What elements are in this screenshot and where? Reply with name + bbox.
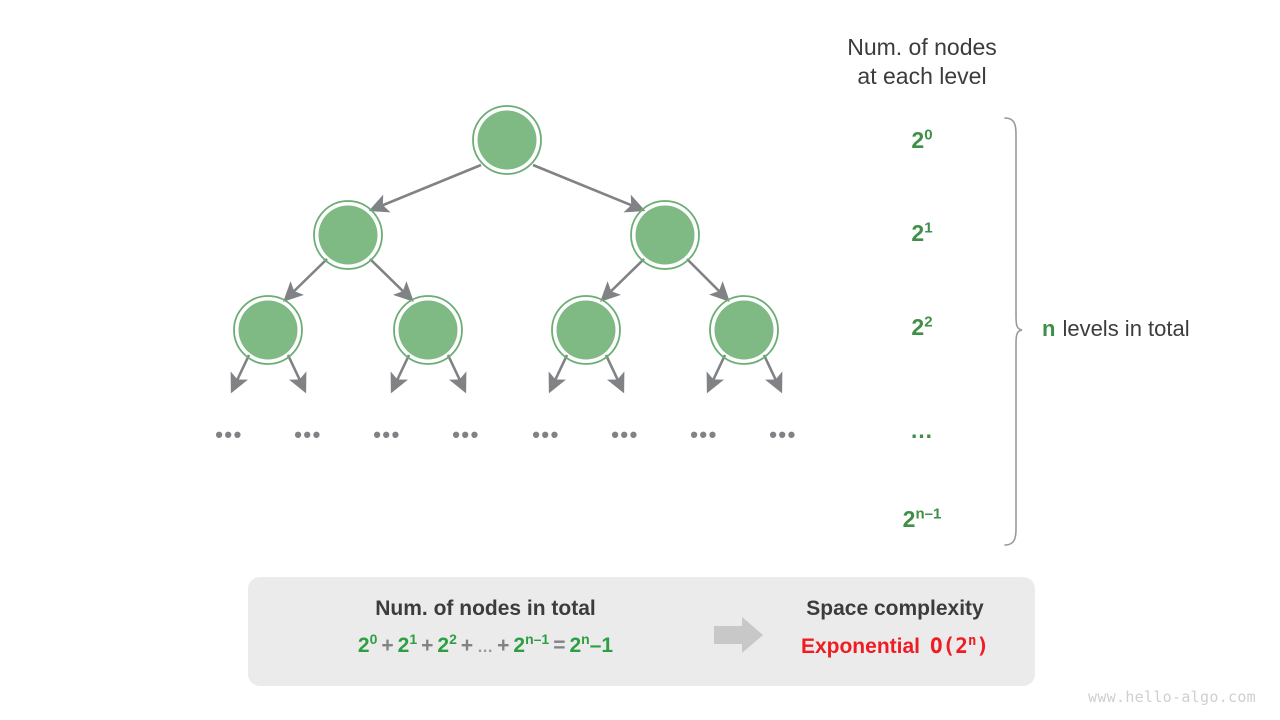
levels-variable-n: n	[1042, 316, 1056, 341]
edge-root-left	[368, 163, 482, 213]
edge-l2d-left	[706, 354, 727, 394]
formula-op-plus-2: +	[421, 634, 434, 657]
tree-node-root	[472, 105, 542, 175]
level-count-base-1: 2	[911, 220, 925, 246]
complexity-bigo: O(2n)	[930, 633, 990, 658]
summary-panel	[248, 577, 1035, 686]
complexity-word: Exponential	[800, 635, 920, 658]
formula-term-1: 21	[397, 631, 418, 657]
level-count-base-last: 2	[902, 506, 916, 532]
edge-l1b-left	[600, 258, 645, 302]
level-count-label-0: 20	[852, 126, 992, 153]
leaf-ellipsis-5: •••	[532, 422, 560, 447]
tree-node-level2-b	[393, 295, 463, 365]
tree-edges	[230, 163, 783, 394]
summary-complexity-answer: Exponential O(2n)	[770, 633, 1020, 660]
level-count-label-ellipsis: …	[910, 417, 934, 443]
leaf-ellipsis-4: •••	[452, 422, 480, 447]
watermark: www.hello-algo.com	[1088, 688, 1256, 706]
column-heading: Num. of nodes at each level	[847, 34, 997, 89]
edge-l1a-right	[369, 258, 414, 302]
formula-term-2: 22	[437, 631, 457, 657]
formula-op-plus-4: +	[497, 634, 510, 657]
level-count-exponent-1: 1	[924, 219, 933, 237]
edge-l2b-right	[446, 354, 467, 394]
edge-root-right	[532, 163, 646, 213]
leaf-ellipsis-3: •••	[373, 422, 401, 447]
edge-l1b-right	[686, 258, 730, 302]
formula-op-plus-3: +	[460, 634, 474, 657]
level-count-base-2: 2	[911, 314, 925, 340]
level-count-label-2: 22	[852, 313, 992, 340]
edge-l2c-left	[548, 354, 569, 394]
tree-node-level2-c	[551, 295, 621, 365]
level-count-base-0: 2	[911, 127, 925, 153]
summary-total-formula: 20+21+22+…+2n–1=2n–1	[268, 631, 703, 661]
summary-right-title: Space complexity	[806, 597, 984, 620]
leaf-ellipsis-8: •••	[769, 422, 797, 447]
leaf-ellipsis-2: •••	[294, 422, 322, 447]
levels-brace	[1004, 117, 1023, 546]
right-block-arrow-icon	[714, 617, 763, 653]
formula-ellipsis: …	[477, 639, 494, 656]
edge-l1a-left	[283, 258, 328, 302]
formula-op-equals: =	[553, 634, 566, 657]
summary-left-column: Num. of nodes in total 20+21+22+…+2n–1=2…	[268, 596, 703, 661]
level-count-exponent-0: 0	[924, 126, 933, 144]
leaf-ellipsis-1: •••	[215, 422, 243, 447]
level-count-label-last: 2n–1	[852, 505, 992, 532]
level-count-exponent-last: n–1	[915, 505, 942, 523]
tree-node-level2-d	[709, 295, 779, 365]
leaf-ellipsis-7: •••	[690, 422, 718, 447]
edge-l2a-left	[230, 354, 251, 394]
formula-term-0: 20	[357, 631, 378, 657]
formula-op-plus-1: +	[381, 634, 394, 657]
edge-l2c-right	[604, 354, 625, 394]
edge-l2a-right	[286, 354, 307, 394]
level-count-exponent-2: 2	[924, 313, 933, 331]
level-count-label-1: 21	[852, 219, 992, 246]
edge-l2b-left	[390, 354, 411, 394]
formula-result: 2n–1	[569, 631, 614, 657]
tree-nodes	[233, 105, 779, 365]
levels-annotation-text: levels in total	[1062, 316, 1190, 341]
formula-term-last: 2n–1	[513, 631, 550, 657]
leaf-ellipsis-6: •••	[611, 422, 639, 447]
tree-node-level1-left	[313, 200, 383, 270]
summary-right-column: Space complexity Exponential O(2n)	[770, 596, 1020, 660]
tree-node-level2-a	[233, 295, 303, 365]
edge-l2d-right	[762, 354, 783, 394]
tree-node-level1-right	[630, 200, 700, 270]
summary-left-title: Num. of nodes in total	[375, 597, 596, 620]
